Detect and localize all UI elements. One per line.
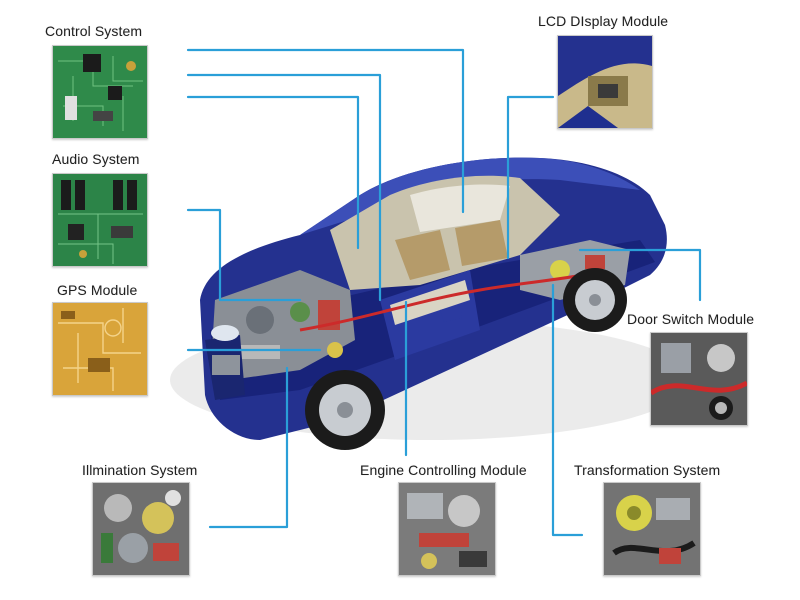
transformation-system-thumbnail: [603, 482, 701, 576]
engine-module-label: Engine Controlling Module: [360, 462, 527, 478]
gps-module-label: GPS Module: [57, 282, 138, 298]
audio-system-label: Audio System: [52, 151, 140, 167]
engine-module-thumbnail: [398, 482, 496, 576]
transmission-parts-icon: [604, 483, 700, 575]
pcb-board-icon: [53, 303, 147, 395]
pcb-board-icon: [53, 46, 147, 138]
pcb-board-icon: [53, 174, 147, 266]
door-switch-module-label: Door Switch Module: [627, 311, 755, 327]
control-system-thumbnail: [52, 45, 148, 139]
gps-module-thumbnail: [52, 302, 148, 396]
control-system-label: Control System: [45, 23, 143, 39]
lcd-display-module-label: LCD DIsplay Module: [538, 13, 669, 29]
door-switch-module-thumbnail: [650, 332, 748, 426]
transformation-system-label: Transformation System: [574, 462, 721, 478]
door-wiring-icon: [651, 333, 747, 425]
audio-system-thumbnail: [52, 173, 148, 267]
engine-parts-icon: [399, 483, 495, 575]
lcd-display-module-thumbnail: [557, 35, 653, 129]
illumination-system-thumbnail: [92, 482, 190, 576]
mechanical-parts-icon: [93, 483, 189, 575]
car-interior-icon: [558, 36, 652, 128]
illumination-system-label: Illmination System: [82, 462, 198, 478]
